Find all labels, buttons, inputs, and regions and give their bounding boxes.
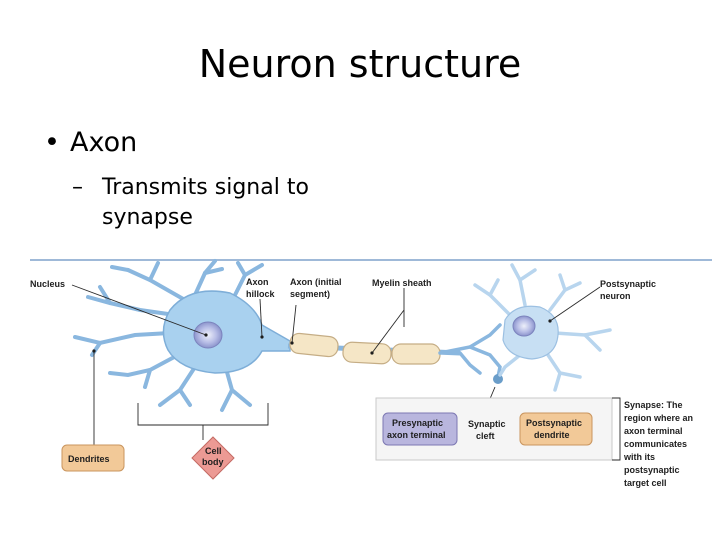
sub-bullet-line1: Transmits signal to — [102, 175, 309, 200]
presynaptic-dendrites — [73, 259, 264, 412]
postsynaptic-dendrites — [473, 263, 612, 392]
axon-terminals — [438, 323, 502, 379]
nucleus-shape — [193, 321, 223, 349]
label-dendrites: Dendrites — [68, 454, 110, 464]
label-synaptic-cleft-2: cleft — [476, 431, 495, 441]
label-axon-initial-2: segment) — [290, 289, 330, 299]
label-synapse-def-3: axon terminal — [624, 426, 683, 436]
label-synapse-def-5: with its — [623, 452, 655, 462]
sub-bullet-line2: synapse — [102, 205, 193, 230]
neuron-diagram: Nucleus Axon hillock Axon (initial segme… — [30, 259, 712, 488]
label-cell-body-2: body — [202, 457, 224, 467]
label-axon-initial-1: Axon (initial — [290, 277, 342, 287]
bullet-axon: • Axon — [44, 127, 137, 158]
cell-body-diamond — [191, 436, 235, 480]
synapse-bracket — [612, 397, 621, 461]
label-axon-hillock-1: Axon — [246, 277, 269, 287]
label-presynaptic-1: Presynaptic — [392, 418, 443, 428]
label-synaptic-cleft-1: Synaptic — [468, 419, 506, 429]
label-postsynaptic-neuron-1: Postsynaptic — [600, 279, 656, 289]
slide-title: Neuron structure — [198, 42, 522, 86]
label-axon-hillock-2: hillock — [246, 289, 276, 299]
label-cell-body-1: Cell — [205, 446, 222, 456]
label-synapse-def-7: target cell — [624, 478, 667, 488]
label-synapse-def-6: postsynaptic — [624, 465, 680, 475]
label-myelin-sheath: Myelin sheath — [372, 278, 432, 288]
cell-body-shape — [162, 290, 291, 374]
label-synapse-def-2: region where an — [624, 413, 693, 423]
myelinated-axon — [287, 332, 461, 365]
label-postsynaptic-dendrite-2: dendrite — [534, 430, 570, 440]
postsynaptic-nucleus — [512, 315, 536, 337]
sub-bullet-dash: – — [72, 175, 83, 200]
label-postsynaptic-neuron-2: neuron — [600, 291, 631, 301]
dendrites-box — [61, 444, 125, 472]
presynaptic-box — [382, 412, 458, 446]
label-synapse-def-1: Synapse: The — [624, 400, 683, 410]
bullet-axon-text: Axon — [70, 127, 138, 158]
sub-bullet-transmits: –Transmits signal to synapse — [72, 173, 309, 233]
label-postsynaptic-dendrite-1: Postsynaptic — [526, 418, 582, 428]
postsynaptic-dendrite-box — [519, 412, 593, 446]
label-nucleus: Nucleus — [30, 279, 65, 289]
bullet-dot: • — [44, 127, 60, 158]
label-synapse-def-4: communicates — [624, 439, 687, 449]
leader-dots — [92, 319, 552, 355]
label-presynaptic-2: axon terminal — [387, 430, 446, 440]
